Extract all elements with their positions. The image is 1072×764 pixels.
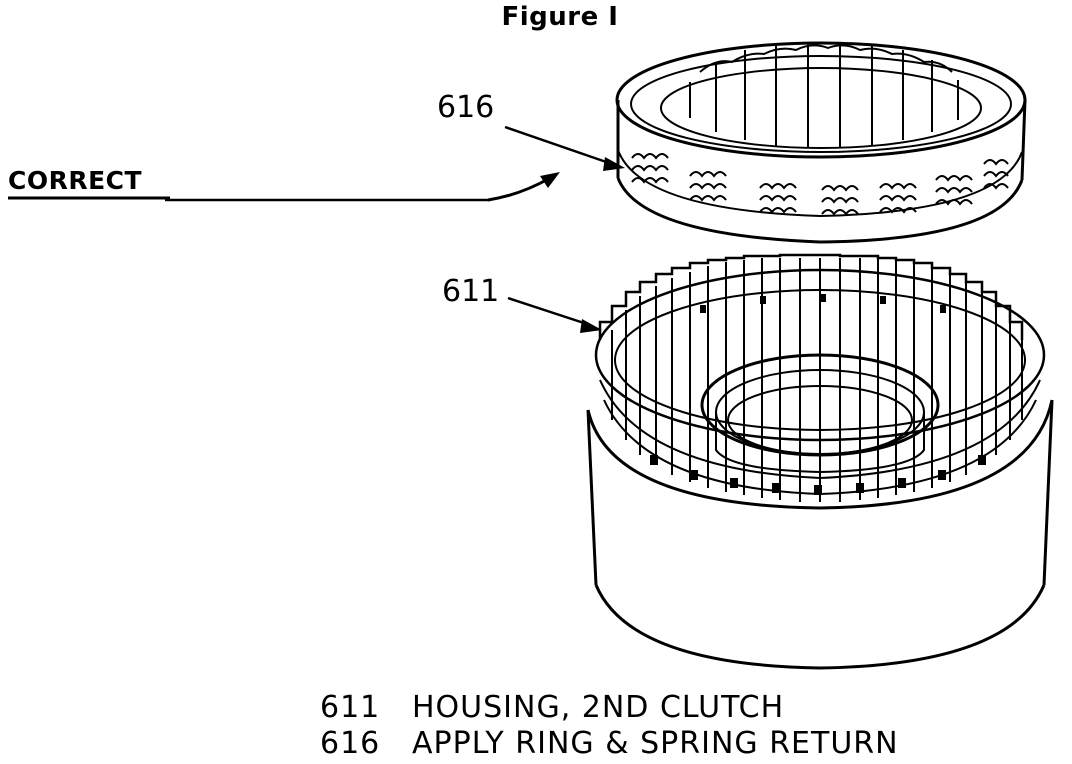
correct-arrow — [8, 172, 560, 202]
apply-ring-616 — [615, 41, 1027, 244]
leader-arrow-611 — [507, 296, 602, 333]
legend-row: 616 APPLY RING & SPRING RETURN — [320, 726, 899, 761]
legend-number: 616 — [320, 726, 381, 761]
correct-label: CORRECT — [8, 166, 143, 195]
legend-description: APPLY RING & SPRING RETURN — [412, 726, 899, 761]
figure-title: Figure I — [501, 2, 619, 32]
callout-616: 616 — [437, 90, 495, 125]
legend-row: 611 HOUSING, 2ND CLUTCH — [320, 690, 784, 725]
callout-611: 611 — [442, 274, 500, 309]
legend-number: 611 — [320, 690, 381, 725]
leader-arrow-616 — [504, 125, 625, 171]
legend-description: HOUSING, 2ND CLUTCH — [412, 690, 785, 725]
clutch-housing-611 — [586, 253, 1054, 670]
